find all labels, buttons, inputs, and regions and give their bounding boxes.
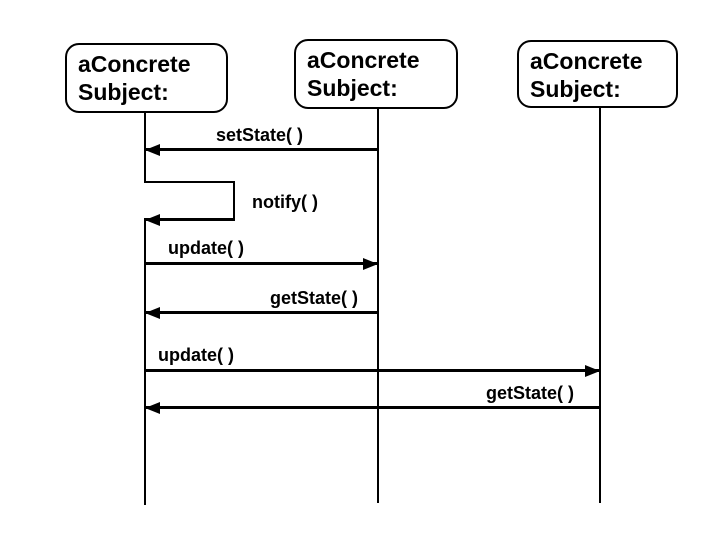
message-label-getstate-2: getState( ) — [486, 383, 575, 403]
message-line-getstate-2 — [145, 406, 600, 409]
object-label-line: aConcrete — [78, 51, 191, 77]
lifeline-subject-2 — [377, 109, 379, 503]
arrowhead-left-icon — [145, 307, 160, 319]
message-line-getstate-1 — [145, 311, 378, 314]
object-label-line: aConcrete — [307, 47, 420, 73]
message-label-update-1: update( ) — [168, 238, 244, 258]
object-box-subject-1: aConcrete Subject: — [65, 43, 228, 113]
object-box-subject-2: aConcrete Subject: — [294, 39, 458, 109]
message-line-update-1 — [145, 262, 378, 265]
arrowhead-left-icon — [145, 214, 160, 226]
message-line-notify — [145, 218, 235, 221]
object-box-subject-3: aConcrete Subject: — [517, 40, 678, 108]
arrowhead-right-icon — [363, 258, 378, 270]
lifeline-subject-3 — [599, 108, 601, 503]
message-label-notify: notify( ) — [252, 192, 318, 212]
arrowhead-left-icon — [145, 402, 160, 414]
message-label-update-2: update( ) — [158, 345, 234, 365]
arrowhead-left-icon — [145, 144, 160, 156]
message-line-setstate-1 — [145, 148, 378, 151]
object-label-line: aConcrete — [530, 48, 643, 74]
message-label-getstate-1: getState( ) — [270, 288, 359, 308]
object-label-line: Subject: — [78, 79, 169, 105]
self-call-rect — [144, 181, 235, 218]
object-label-line: Subject: — [307, 75, 398, 101]
object-label-line: Subject: — [530, 76, 621, 102]
arrowhead-right-icon — [585, 365, 600, 377]
message-line-update-2 — [145, 369, 600, 372]
message-label-setstate-1: setState( ) — [216, 125, 304, 145]
